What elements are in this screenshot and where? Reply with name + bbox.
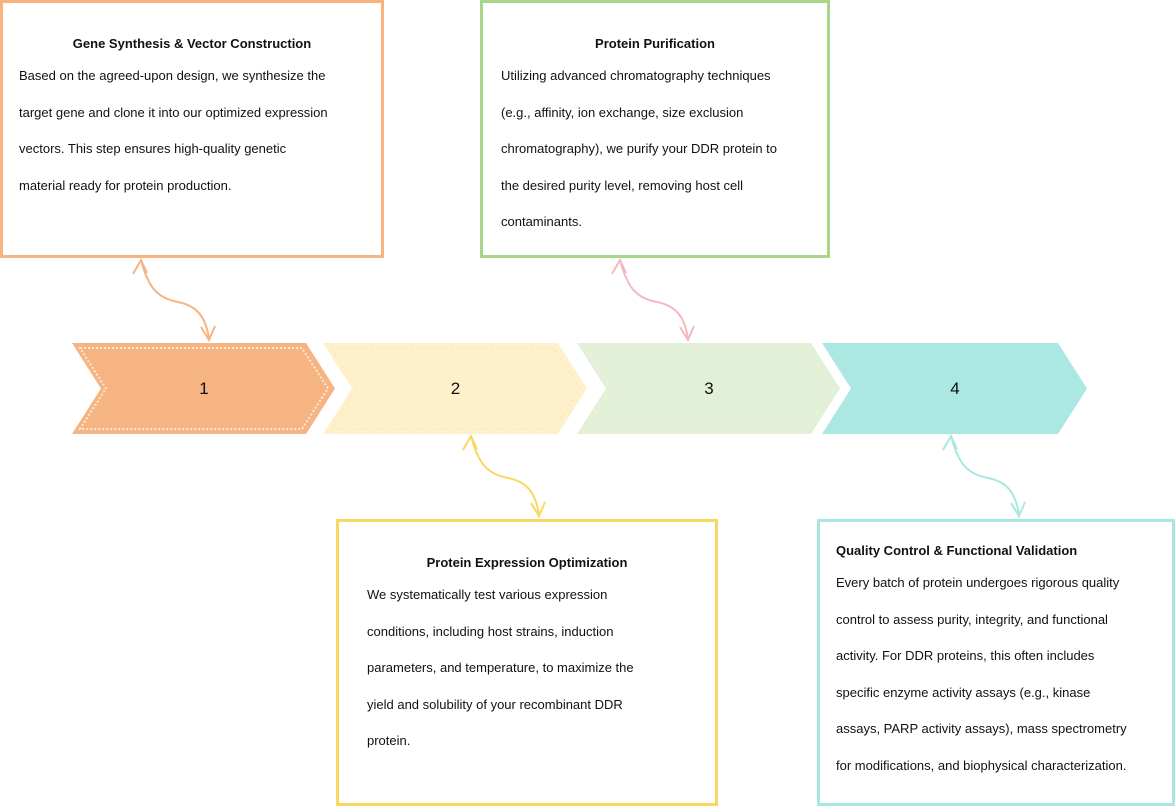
- step-2-line: yield and solubility of your recombinant…: [367, 696, 623, 712]
- chevron-2-shape: [323, 343, 587, 434]
- step-1-line: vectors. This step ensures high-quality …: [19, 141, 287, 156]
- step-2-line: We systematically test various expressio…: [367, 587, 608, 602]
- step-4-line: specific enzyme activity assays (e.g., k…: [836, 684, 1091, 700]
- step-3-line: contaminants.: [501, 214, 582, 229]
- step-1-chevron: 1: [72, 343, 336, 434]
- step-4-line: for modifications, and biophysical chara…: [836, 757, 1127, 773]
- step-4-line: control to assess purity, integrity, and…: [836, 611, 1108, 627]
- step-4-description-box: Quality Control & Functional Validation …: [817, 519, 1175, 806]
- step-4-line: Every batch of protein undergoes rigorou…: [836, 575, 1120, 590]
- step-1-title: Gene Synthesis & Vector Construction: [72, 36, 312, 51]
- step-1-line: target gene and clone it into our optimi…: [19, 104, 328, 120]
- chevron-1-shape: [72, 343, 335, 434]
- step-4-number: 4: [950, 378, 960, 398]
- step-2-double-arrow-connector-icon: [462, 433, 546, 519]
- step-1-description-box: Gene Synthesis & Vector Construction Bas…: [0, 0, 384, 258]
- chevron-4-shape: [822, 343, 1087, 434]
- step-2-line: protein.: [367, 733, 411, 748]
- step-1-line: material ready for protein production.: [19, 177, 232, 193]
- step-2-number: 2: [450, 378, 461, 398]
- step-4-chevron: 4: [822, 343, 1088, 434]
- step-4-double-arrow-connector-icon: [942, 433, 1026, 519]
- step-3-line: Utilizing advanced chromatography techni…: [501, 68, 771, 83]
- chevron-3-shape: [577, 343, 840, 434]
- step-3-number: 3: [704, 378, 714, 398]
- step-3-line: chromatography), we purify your DDR prot…: [501, 141, 778, 156]
- step-2-chevron: 2: [323, 343, 588, 434]
- step-1-number: 1: [199, 378, 209, 398]
- step-1-double-arrow-connector-icon: [132, 257, 216, 343]
- step-2-description-box: Protein Expression Optimization We syste…: [336, 519, 718, 806]
- step-4-line: activity. For DDR proteins, this often i…: [836, 648, 1095, 663]
- step-4-line: assays, PARP activity assays), mass spec…: [836, 721, 1127, 736]
- step-2-title: Protein Expression Optimization: [426, 555, 628, 570]
- step-3-description-box: Protein Purification Utilizing advanced …: [480, 0, 830, 258]
- step-3-chevron: 3: [577, 343, 841, 434]
- step-2-line: parameters, and temperature, to maximize…: [367, 660, 634, 675]
- step-2-line: conditions, including host strains, indu…: [367, 623, 614, 639]
- step-3-double-arrow-connector-icon: [611, 257, 695, 343]
- step-3-line: the desired purity level, removing host …: [501, 177, 744, 193]
- step-3-line: (e.g., affinity, ion exchange, size excl…: [501, 104, 744, 120]
- step-3-title: Protein Purification: [595, 36, 715, 51]
- step-1-line: Based on the agreed-upon design, we synt…: [19, 68, 326, 83]
- step-4-title: Quality Control & Functional Validation: [836, 543, 1078, 558]
